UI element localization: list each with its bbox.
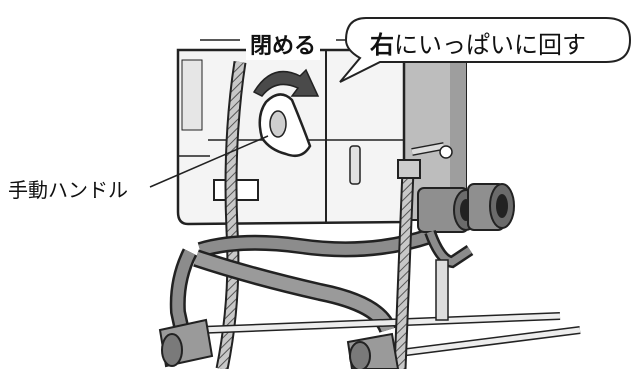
bubble-instruction: 右にいっぱいに回す xyxy=(370,25,586,60)
bubble-instruction-emphasis: 右 xyxy=(370,31,394,59)
close-label: 閉める xyxy=(246,28,320,60)
manual-handle-label: 手動ハンドル xyxy=(8,174,128,203)
bubble-instruction-rest: にいっぱいに回す xyxy=(394,31,586,59)
